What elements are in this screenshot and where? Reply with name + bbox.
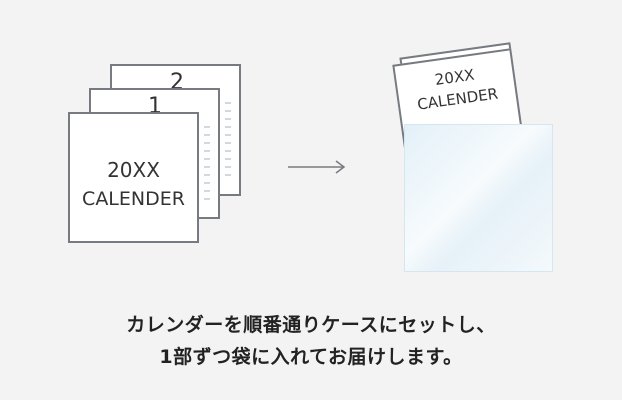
binding-marks: [225, 102, 231, 180]
clear-case: [404, 124, 553, 272]
caption-line-2: 1部ずつ袋に入れてお届けします。: [159, 346, 463, 368]
calendar-cover: 20XX CALENDER: [68, 112, 199, 243]
cover-year: 20XX: [107, 158, 160, 182]
caption-line-1: カレンダーを順番通りケースにセットし、: [126, 314, 496, 336]
right-arrow-icon: [288, 160, 346, 174]
binding-marks: [204, 126, 210, 204]
cover-title: CALENDER: [82, 188, 185, 210]
